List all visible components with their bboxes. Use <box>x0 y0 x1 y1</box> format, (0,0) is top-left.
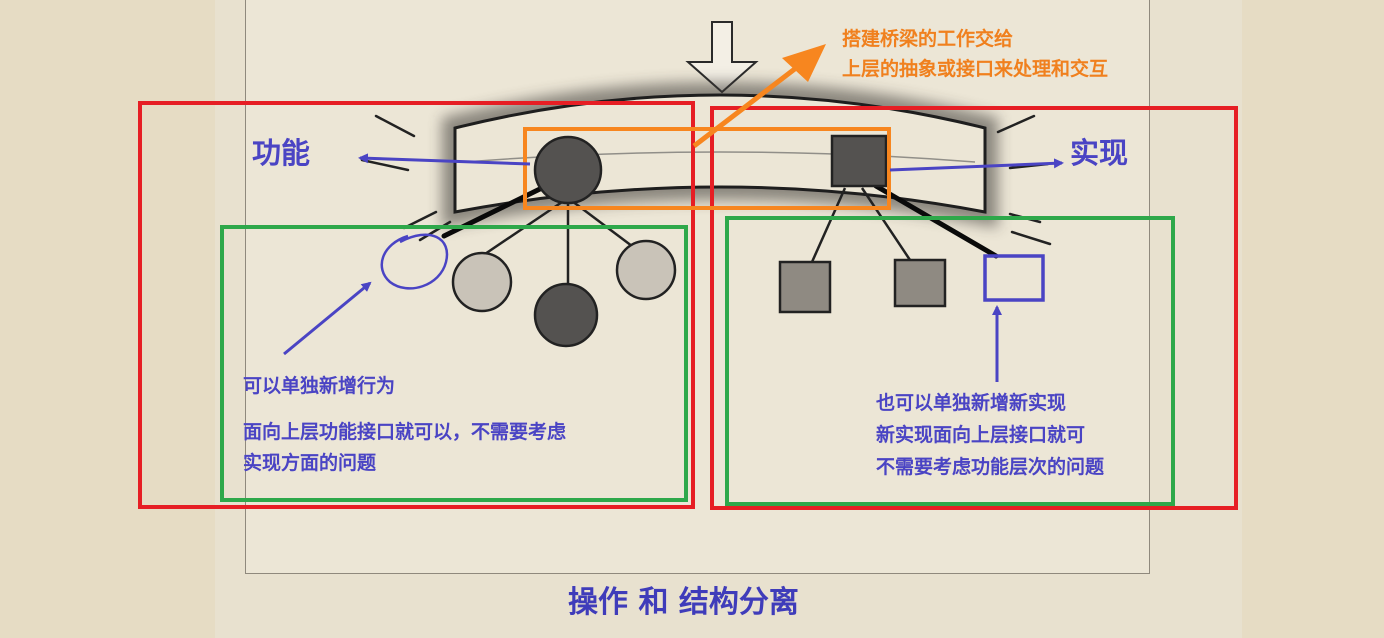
new-behavior-scribble <box>380 233 449 290</box>
left-note-title: 可以单独新增行为 <box>243 375 396 397</box>
concrete-impl-right <box>893 258 947 308</box>
bridge-arrow <box>692 44 826 148</box>
function-label: 功能 <box>252 136 311 170</box>
concrete-impl-left <box>778 260 832 314</box>
implementation-hierarchy-box <box>725 216 1175 506</box>
left-note-line2: 实现方面的问题 <box>243 452 377 474</box>
bridge-band <box>442 82 998 228</box>
right-note-line2: 新实现面向上层接口就可 <box>876 424 1086 446</box>
blue-arrows <box>283 153 1064 382</box>
implementation-label: 实现 <box>1070 136 1129 170</box>
left-note-line1: 面向上层功能接口就可以，不需要考虑 <box>243 421 567 443</box>
right-note-line1: 也可以单独新增新实现 <box>876 392 1067 414</box>
diagram-caption: 操作 和 结构分离 <box>568 585 799 620</box>
refined-node-center <box>533 282 599 348</box>
function-hierarchy-box <box>220 225 688 502</box>
new-impl-box <box>983 254 1045 302</box>
refined-node-left <box>451 251 513 313</box>
refined-node-right <box>615 239 677 301</box>
bridge-annotation-line2: 上层的抽象或接口来处理和交互 <box>842 58 1109 80</box>
down-arrow-icon <box>685 21 759 94</box>
function-region-box <box>138 101 695 509</box>
implementation-region-box <box>710 106 1238 510</box>
bridge-highlight-box <box>523 127 891 210</box>
abstraction-node <box>533 135 603 205</box>
bridge-annotation-line1: 搭建桥梁的工作交给 <box>842 28 1014 50</box>
implementor-node <box>830 134 888 188</box>
right-note-line3: 不需要考虑功能层次的问题 <box>876 456 1105 478</box>
